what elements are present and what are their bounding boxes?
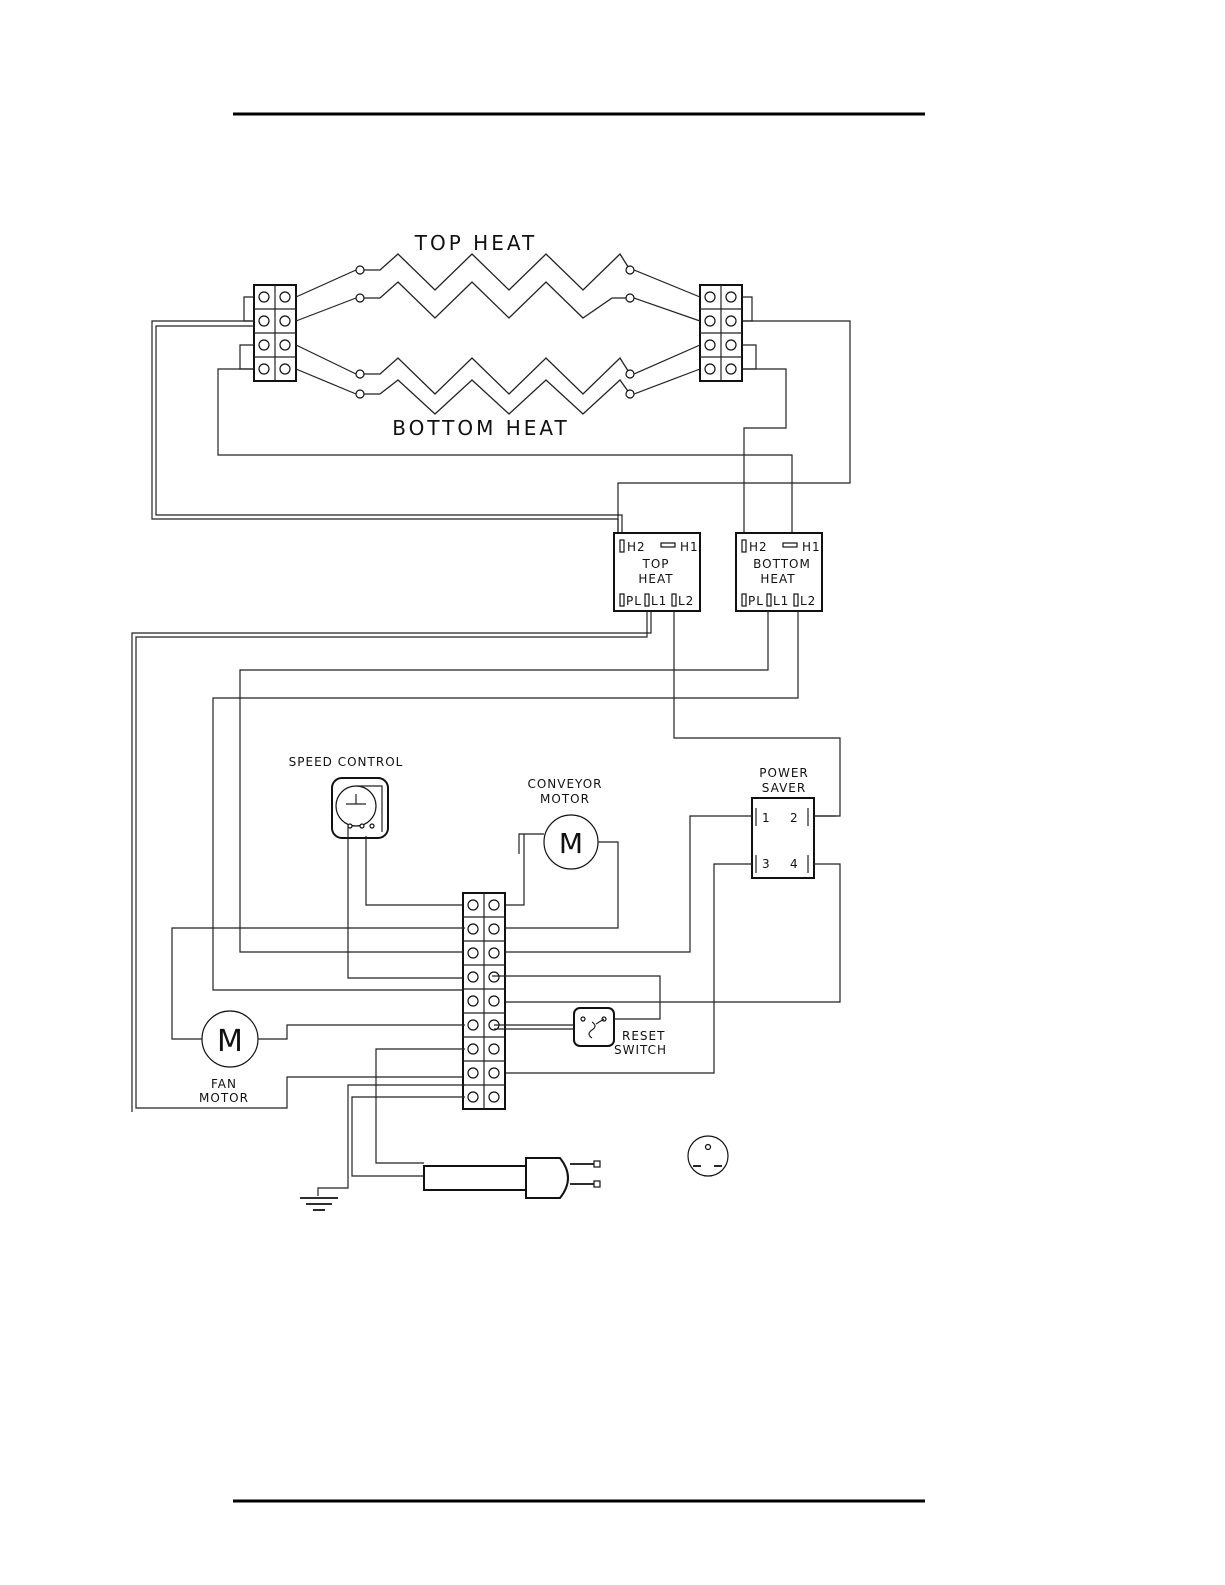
svg-text:PL: PL [748, 594, 764, 608]
svg-text:TOP: TOP [641, 557, 669, 571]
bottom-heat-relay: H2 H1 BOTTOM HEAT PL L1 L2 [736, 533, 822, 611]
top-heat-relay: H2 H1 TOP HEAT PL L1 L2 [614, 533, 700, 611]
main-terminal-strip [463, 893, 505, 1109]
svg-text:4: 4 [790, 857, 799, 871]
svg-text:L1: L1 [773, 594, 789, 608]
svg-text:M: M [217, 1024, 243, 1059]
left-heater-terminal-block [240, 285, 296, 381]
fan-motor-label-1: FAN [211, 1077, 237, 1091]
svg-text:1: 1 [762, 811, 771, 825]
ground-icon [300, 1198, 338, 1210]
svg-text:HEAT: HEAT [638, 572, 673, 586]
top-heat-element [356, 254, 634, 318]
receptacle-icon [688, 1136, 728, 1176]
speed-control-label: SPEED CONTROL [289, 755, 404, 769]
svg-text:BOTTOM: BOTTOM [753, 557, 811, 571]
bottom-heat-label: BOTTOM HEAT [392, 416, 570, 440]
svg-text:H2: H2 [749, 540, 768, 554]
svg-text:M: M [559, 827, 583, 860]
right-heater-terminal-block [700, 285, 756, 381]
reset-switch-label-2: SWITCH [614, 1043, 667, 1057]
power-saver-label-2: SAVER [762, 781, 806, 795]
power-saver-label-1: POWER [759, 766, 808, 780]
svg-text:3: 3 [762, 857, 771, 871]
svg-text:L2: L2 [678, 594, 694, 608]
bottom-heat-element [356, 358, 634, 414]
conveyor-motor-label-1: CONVEYOR [527, 777, 602, 791]
svg-text:2: 2 [790, 811, 799, 825]
svg-text:PL: PL [626, 594, 642, 608]
reset-switch-label-1: RESET [622, 1029, 665, 1043]
fan-motor-label-2: MOTOR [199, 1091, 249, 1105]
reset-switch [574, 1008, 614, 1046]
power-cord [318, 1049, 600, 1198]
svg-text:L2: L2 [800, 594, 816, 608]
speed-control [332, 778, 388, 838]
top-heat-label: TOP HEAT [414, 231, 537, 255]
fan-motor: M [202, 1011, 258, 1067]
conveyor-motor-label-2: MOTOR [540, 792, 590, 806]
svg-text:L1: L1 [651, 594, 667, 608]
power-saver: 1 2 3 4 [752, 798, 814, 878]
svg-text:H2: H2 [627, 540, 646, 554]
svg-text:HEAT: HEAT [760, 572, 795, 586]
svg-text:H1: H1 [680, 540, 699, 554]
conveyor-motor: M [544, 815, 598, 869]
svg-text:H1: H1 [802, 540, 821, 554]
